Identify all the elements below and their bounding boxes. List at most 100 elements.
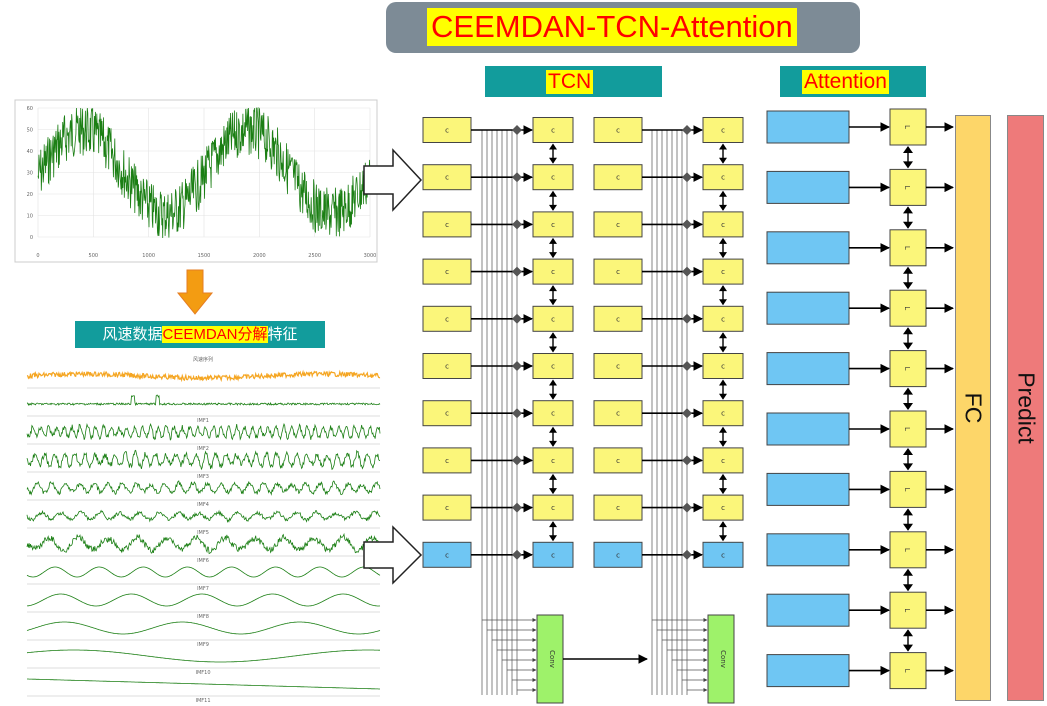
attention-block	[766, 110, 850, 144]
tcn-dilated-cell-box	[702, 400, 744, 427]
link-arrowhead	[903, 644, 913, 652]
tcn-input-cell-box	[422, 494, 472, 521]
link-arrowhead	[719, 285, 727, 292]
cell-label: c	[551, 221, 555, 229]
link-arrowhead	[549, 157, 557, 164]
link-arrowhead	[903, 146, 913, 153]
link-arrowhead	[719, 332, 727, 339]
link-arrowhead	[903, 387, 913, 395]
tcn-input-cell-box	[593, 164, 643, 191]
tcn-input-cell: c	[593, 494, 643, 521]
junction-dot	[512, 266, 522, 277]
lstm-cell: L	[889, 229, 927, 267]
imf-signal	[26, 532, 381, 555]
cell-label: c	[445, 410, 449, 418]
imf-panel: IMF6	[26, 532, 381, 564]
imf-panel-label: IMF11	[195, 698, 210, 704]
tcn-input-cell: c	[593, 541, 643, 568]
attention-block	[766, 533, 850, 567]
junction-dot	[682, 455, 692, 466]
tcn-dilated-cell-box	[532, 400, 574, 427]
cell-label: c	[616, 410, 620, 418]
junction-dot	[512, 313, 522, 324]
tcn-dilated-cell-box	[532, 353, 574, 379]
tcn-dilated-cell: c	[702, 400, 744, 427]
cell-label: c	[721, 174, 725, 182]
tcn-input-cell-box	[422, 400, 472, 427]
link-arrowhead	[719, 535, 727, 542]
tcn-dilated-cell: c	[532, 353, 574, 379]
wind-sequence-signal	[26, 369, 381, 383]
decomposition-caption: 风速数据CEEMDAN分解特征	[75, 321, 325, 348]
imf-signal	[26, 621, 381, 635]
link-arrowhead	[549, 143, 557, 150]
tcn-dilated-cell-box	[532, 211, 574, 238]
link-arrowhead	[719, 299, 727, 306]
cell-label: c	[445, 551, 449, 559]
lstm-cell: L	[889, 591, 927, 629]
link-arrowhead	[549, 440, 557, 447]
cell-label: c	[445, 268, 449, 276]
imf-panel-label: IMF4	[197, 502, 209, 508]
tcn-input-cell-box	[422, 305, 472, 332]
lstm-label: L	[903, 367, 911, 371]
cell-label: c	[721, 457, 725, 465]
link-arrowhead	[903, 327, 913, 335]
link-arrowhead	[549, 190, 557, 197]
lstm-box	[889, 531, 927, 569]
tcn-input-cell: c	[422, 258, 472, 285]
tcn-dilated-cell-box	[702, 164, 744, 191]
lstm-label: L	[903, 125, 911, 129]
link-arrowhead	[719, 488, 727, 495]
lstm-box	[889, 652, 927, 690]
tcn-input-cell-box	[593, 353, 643, 379]
tcn-dilated-cell-box	[702, 353, 744, 379]
lstm-cell: L	[889, 350, 927, 388]
tcn-input-cell: c	[593, 211, 643, 238]
imf-panel: IMF1	[26, 394, 381, 424]
link-arrowhead	[903, 508, 913, 516]
lstm-box	[889, 229, 927, 267]
tcn-dilated-cell: c	[702, 211, 744, 238]
tcn-dilated-cell: c	[532, 541, 574, 568]
lstm-box	[889, 591, 927, 629]
link-arrowhead	[549, 237, 557, 244]
y-tick-label: 20	[27, 192, 33, 198]
imf-top-title: 风速序列	[193, 356, 213, 363]
imf-panel-label: IMF5	[197, 530, 209, 536]
lstm-label: L	[903, 487, 911, 491]
junction-dot	[682, 172, 692, 183]
link-arrowhead	[549, 488, 557, 495]
tcn-input-cell: c	[422, 164, 472, 191]
cell-label: c	[551, 457, 555, 465]
junction-dot	[682, 266, 692, 277]
lstm-label: L	[903, 246, 911, 250]
lstm-cell: L	[889, 470, 927, 508]
cell-label: c	[445, 363, 449, 371]
imf-panel-label: IMF3	[197, 474, 209, 480]
link-arrowhead	[903, 266, 913, 274]
link-arrowhead	[549, 252, 557, 259]
link-arrowhead	[719, 190, 727, 197]
cell-label: c	[616, 221, 620, 229]
cell-label: c	[721, 127, 725, 135]
tcn-input-cell: c	[422, 447, 472, 474]
tcn-dilated-cell: c	[532, 400, 574, 427]
cell-label: c	[616, 127, 620, 135]
lstm-box	[889, 108, 927, 146]
cell-label: c	[551, 127, 555, 135]
link-arrowhead	[719, 204, 727, 211]
y-tick-label: 60	[27, 106, 33, 112]
junction-dot	[512, 502, 522, 513]
imf-panel-label: IMF6	[197, 558, 209, 564]
x-tick-label: 1500	[198, 253, 211, 259]
junction-dot	[682, 361, 692, 371]
imf-panel: 风速序列	[26, 356, 381, 389]
attention-block	[766, 231, 850, 265]
lstm-label: L	[903, 548, 911, 552]
link-arrowhead	[903, 463, 913, 471]
tcn-dilated-cell: c	[702, 258, 744, 285]
cell-label: c	[721, 315, 725, 323]
attention-block	[766, 412, 850, 446]
